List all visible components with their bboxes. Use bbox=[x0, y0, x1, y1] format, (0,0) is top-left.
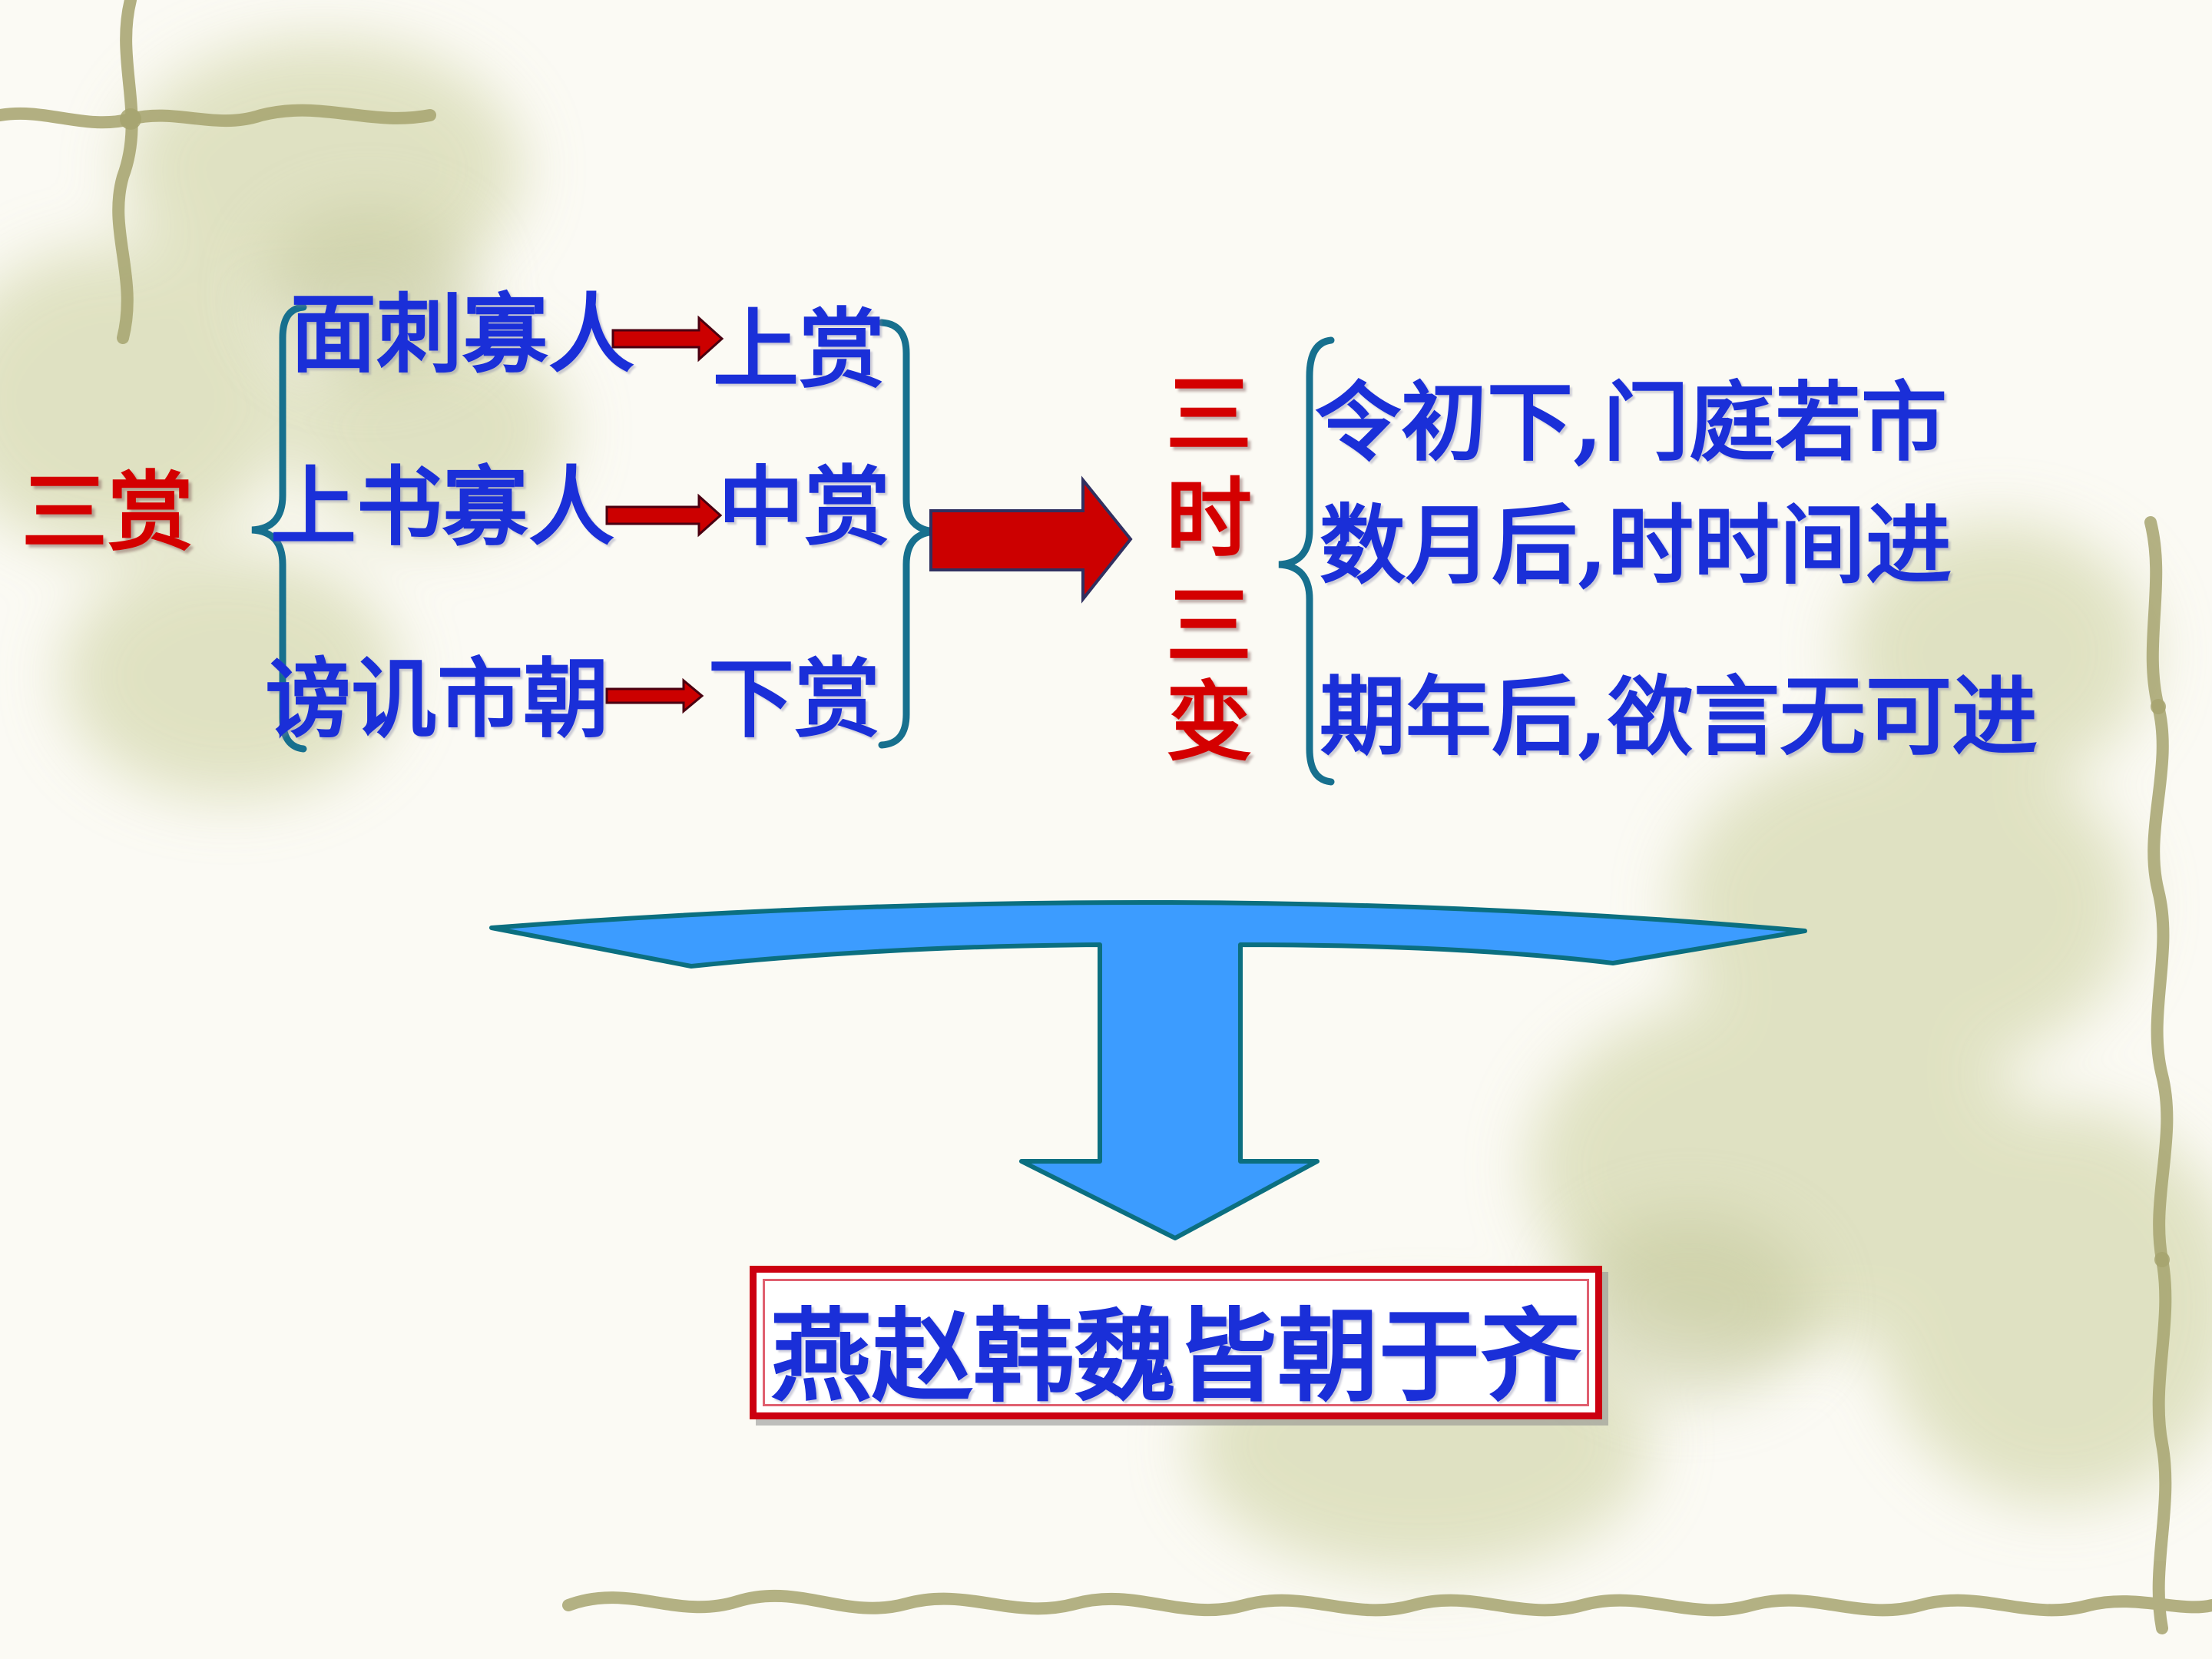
reward-row-2: 中赏 bbox=[718, 457, 890, 558]
right-item-3: 期年后,欲言无可进 bbox=[1320, 667, 2038, 767]
arrow-row-3 bbox=[605, 677, 704, 714]
right-heading-char-4: 变 bbox=[1166, 672, 1252, 773]
right-heading-char-3: 三 bbox=[1166, 576, 1252, 677]
action-row-2: 上书寡人 bbox=[270, 457, 614, 558]
right-item-1: 令初下,门庭若市 bbox=[1315, 373, 1947, 473]
right-heading-char-1: 三 bbox=[1166, 365, 1252, 465]
right-heading-char-2: 时 bbox=[1166, 469, 1252, 569]
left-open-brace bbox=[251, 303, 307, 753]
left-heading: 三赏 bbox=[22, 462, 194, 563]
action-row-1: 面刺寡人 bbox=[290, 284, 634, 385]
result-text: 燕赵韩魏皆朝于齐 bbox=[770, 1297, 1581, 1416]
action-row-3: 谤讥市朝 bbox=[265, 649, 609, 750]
result-box-inner-border bbox=[763, 1279, 1589, 1406]
reward-row-1: 上赏 bbox=[713, 300, 885, 400]
reward-row-3: 下赏 bbox=[708, 649, 880, 750]
arrow-row-1 bbox=[611, 315, 724, 363]
big-arrow bbox=[929, 475, 1133, 604]
result-box: 燕赵韩魏皆朝于齐 bbox=[750, 1266, 1602, 1419]
right-open-brace bbox=[1278, 336, 1335, 786]
arrow-row-2 bbox=[605, 493, 723, 538]
funnel-arrow bbox=[489, 899, 1807, 1240]
right-item-2: 数月后,时时间进 bbox=[1320, 495, 1952, 596]
